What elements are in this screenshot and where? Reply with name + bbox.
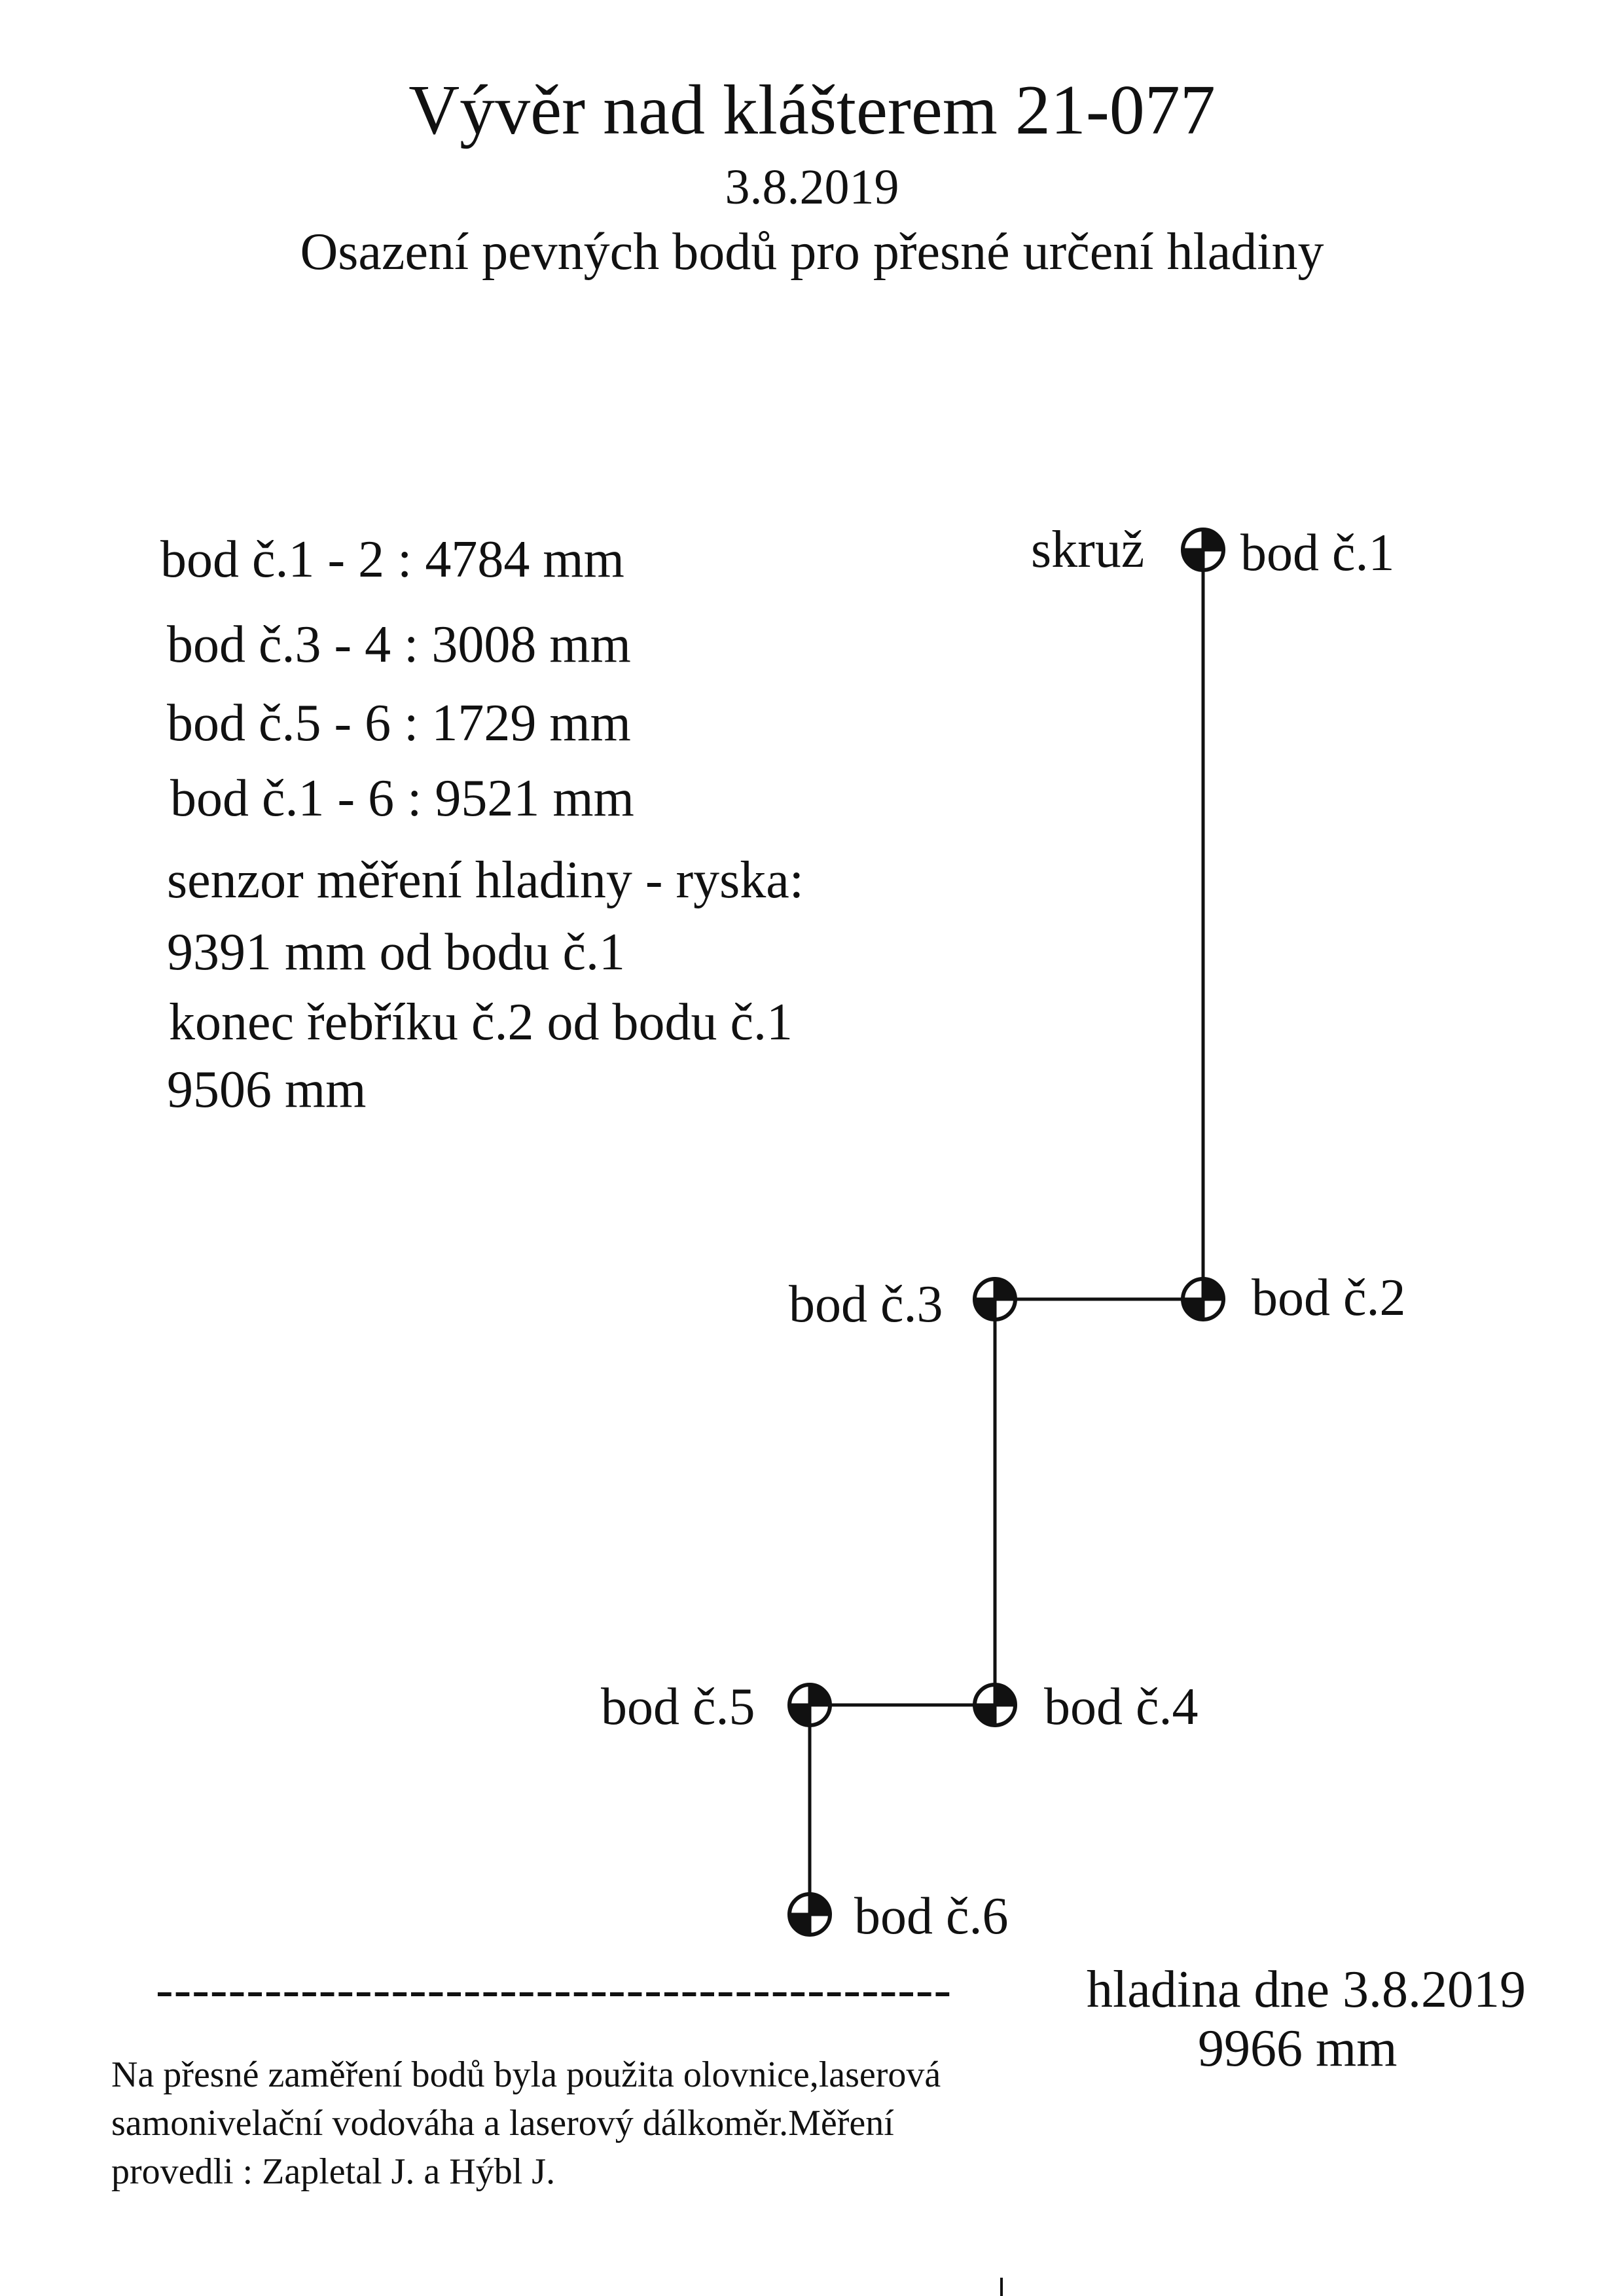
page-date: 3.8.2019 bbox=[725, 160, 899, 215]
survey-target-icon bbox=[789, 1894, 830, 1935]
survey-target-icon bbox=[1183, 529, 1223, 570]
sensor-label: senzor měření hladiny - ryska: bbox=[167, 852, 804, 909]
page-subtitle: Osazení pevných bodů pro přesné určení h… bbox=[300, 223, 1324, 281]
point-label-6: bod č.6 bbox=[854, 1888, 1009, 1945]
point-label-4: bod č.4 bbox=[1044, 1678, 1199, 1736]
point-label-5: bod č.5 bbox=[601, 1678, 755, 1736]
ladder-label: konec řebříku č.2 od bodu č.1 bbox=[169, 994, 793, 1051]
point-label-2: bod č.2 bbox=[1252, 1269, 1406, 1327]
water-level-label: hladina dne 3.8.2019 bbox=[1087, 1961, 1526, 2018]
survey-target-icon bbox=[1183, 1279, 1223, 1319]
ladder-value: 9506 mm bbox=[167, 1061, 367, 1119]
connector-lines bbox=[808, 550, 1205, 1914]
sensor-value: 9391 mm od bodu č.1 bbox=[167, 924, 625, 981]
measurement-1-6: bod č.1 - 6 : 9521 mm bbox=[170, 770, 634, 827]
point-label-3: bod č.3 bbox=[789, 1276, 943, 1333]
measurement-1-2: bod č.1 - 2 : 4784 mm bbox=[160, 531, 624, 588]
footer-note-line: provedli : Zapletal J. a Hýbl J. bbox=[111, 2151, 556, 2192]
measurement-3-4: bod č.3 - 4 : 3008 mm bbox=[167, 616, 631, 673]
footer-note: Na přesné zaměření bodů byla použita olo… bbox=[111, 2051, 1132, 2196]
water-level-dashes: ----------------------------------------… bbox=[156, 1961, 952, 2018]
survey-target-icon bbox=[975, 1685, 1015, 1725]
point-label-1: bod č.1 bbox=[1240, 524, 1395, 582]
measurement-5-6: bod č.5 - 6 : 1729 mm bbox=[167, 694, 631, 752]
survey-target-icon bbox=[789, 1685, 830, 1725]
water-level-value: 9966 mm bbox=[1198, 2020, 1398, 2077]
footer-note-line: Na přesné zaměření bodů byla použita olo… bbox=[111, 2054, 941, 2095]
footer-note-line: samonivelační vodováha a laserový dálkom… bbox=[111, 2103, 894, 2144]
page-title: Vývěr nad klášterem 21-077 bbox=[408, 71, 1216, 149]
skruz-label: skruž bbox=[1031, 521, 1145, 579]
survey-target-icon bbox=[975, 1279, 1015, 1319]
